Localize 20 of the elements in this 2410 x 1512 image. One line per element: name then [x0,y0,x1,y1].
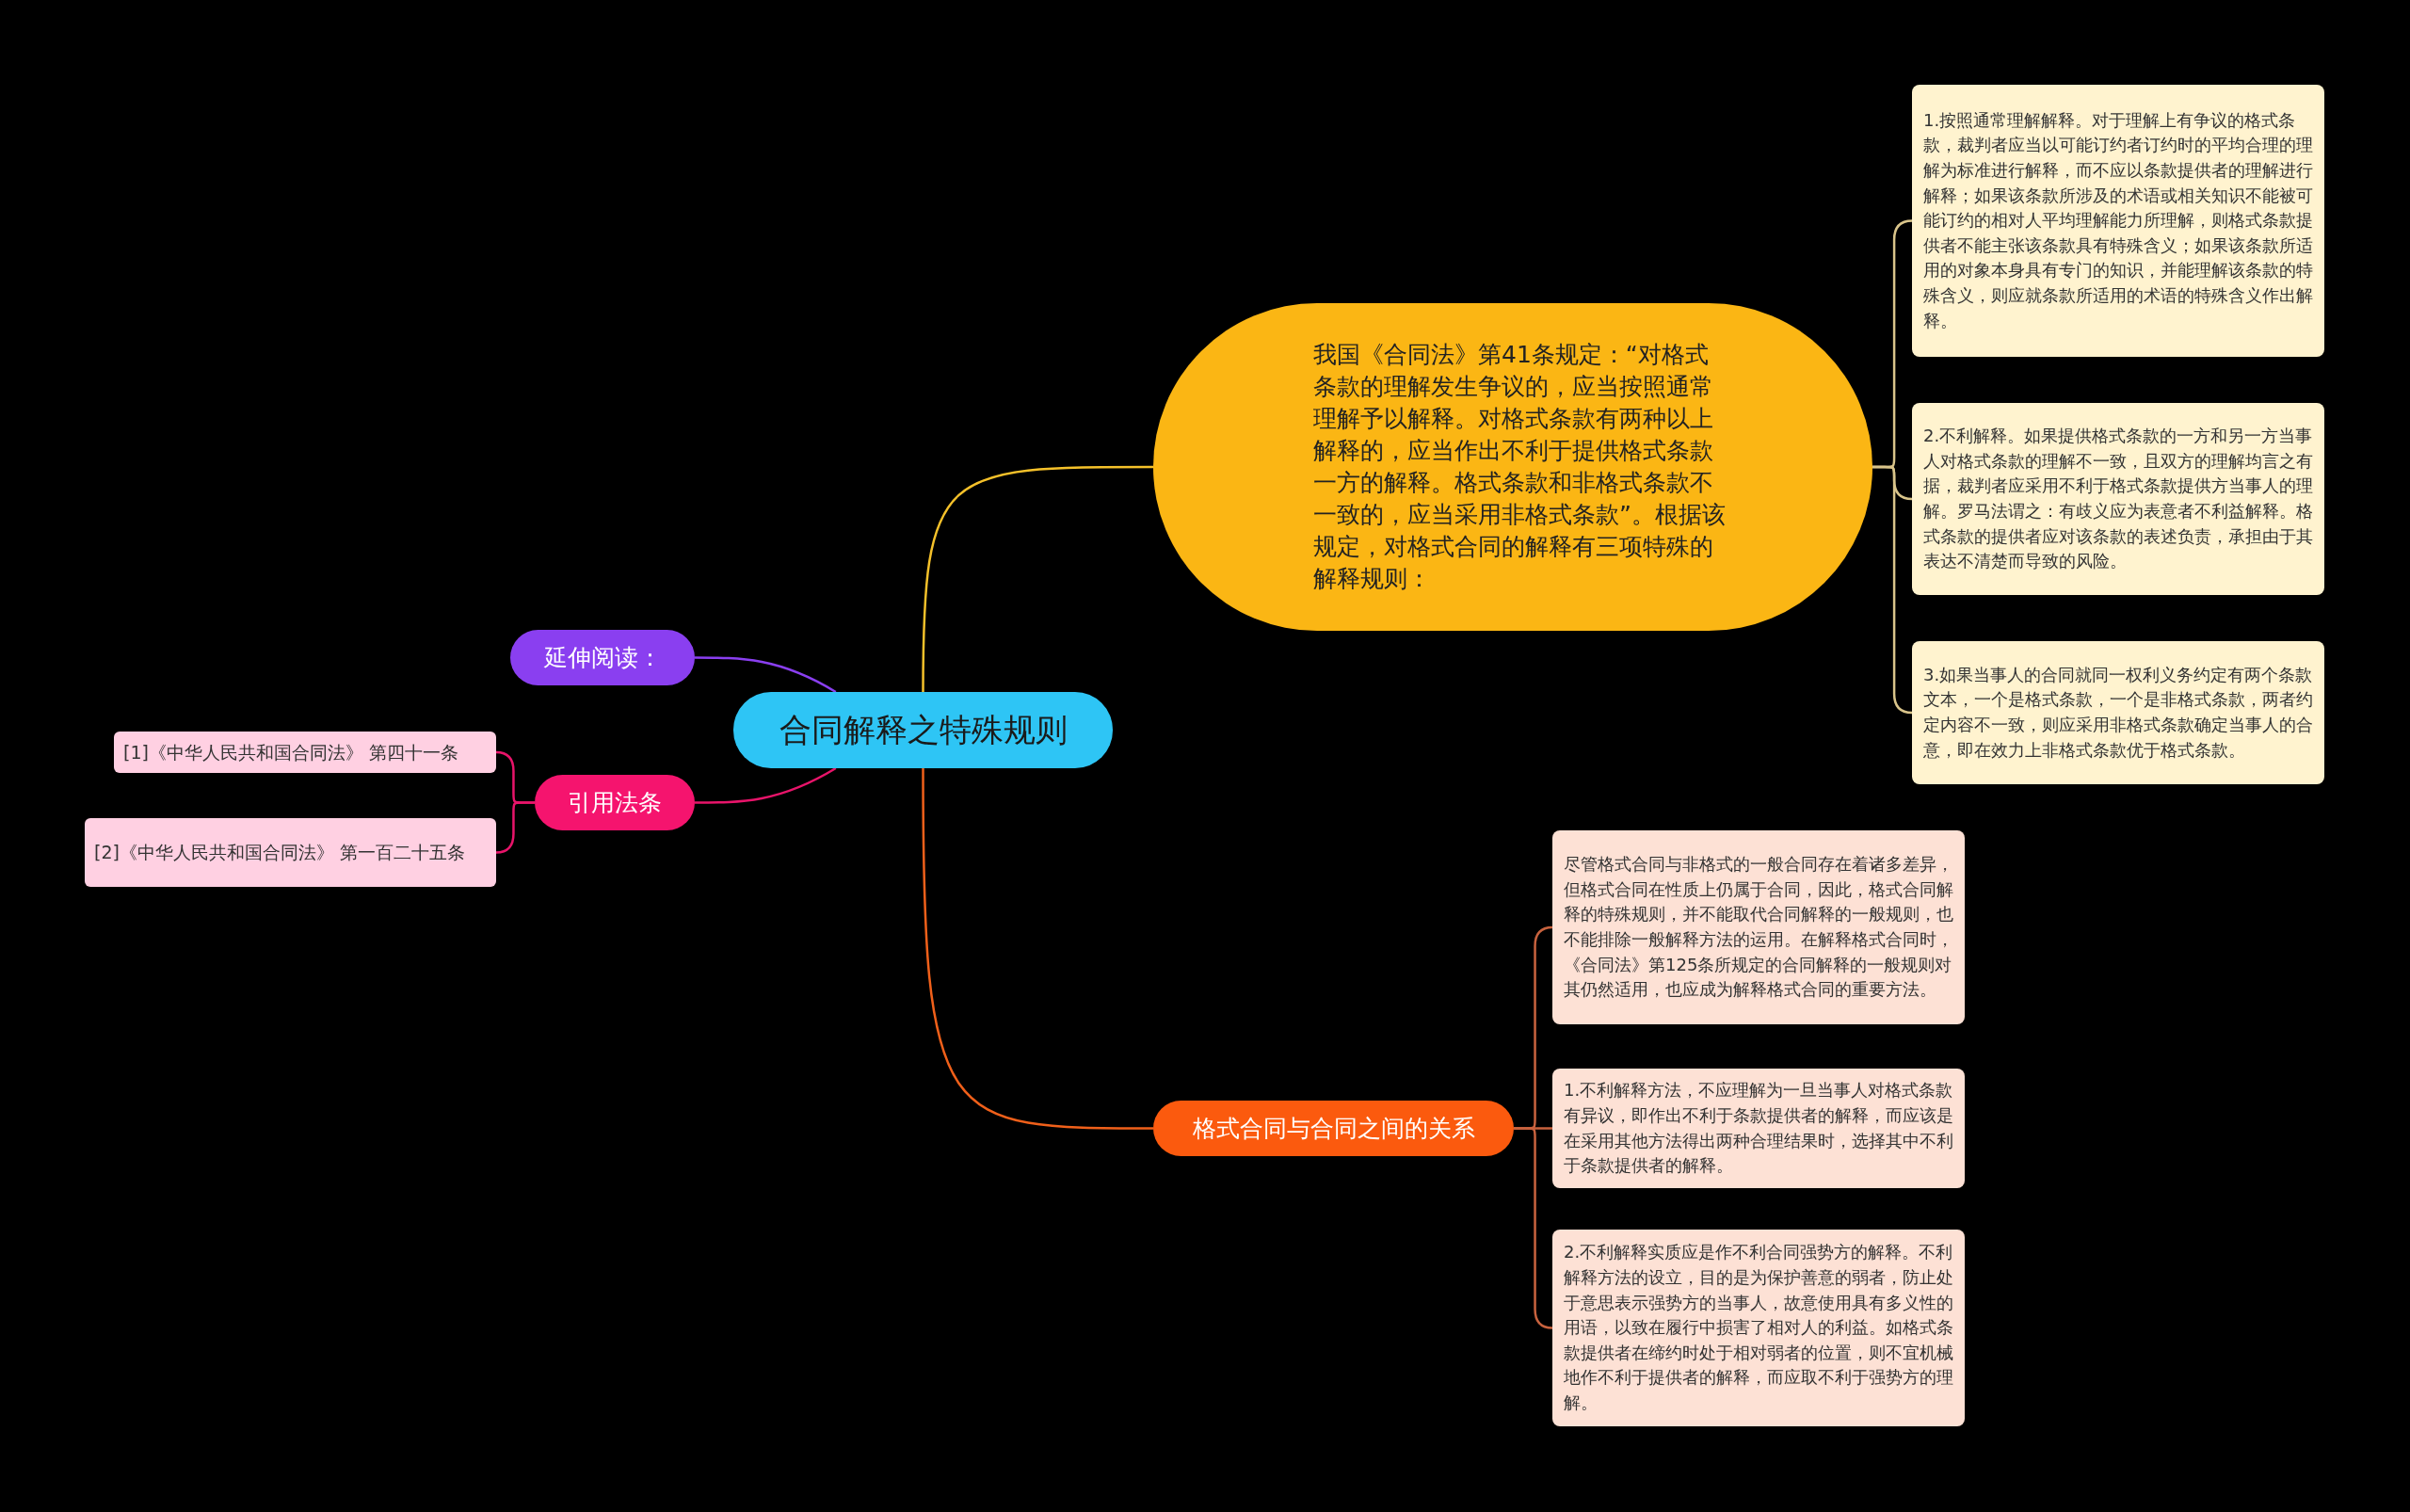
topic-bubble: 我国《合同法》第41条规定：“对格式条款的理解发生争议的，应当按照通常理解予以解释。对格式条款有两种以上解释的，应当作出不利于提供格式条款一方的解释。格式条款和非格式条款不一致的，应当采用非格式条款”。根据该规定，对格式合同的解释有三项特殊的解释规则： [1153,303,1872,631]
note-card: 2.不利解释实质应是作不利合同强势方的解释。不利解释方法的设立，目的是为保护善意的弱者，防止处于意思表示强势方的当事人，故意使用具有多义性的用语，以致在履行中损害了相对人的利益。如格式条款提供者在缔约时处于相对弱者的位置，则不宜机械地作不利于提供者的解释，而应取不利于强势方的理解。 [1552,1230,1965,1426]
branch-pill: 格式合同与合同之间的关系 [1153,1101,1514,1156]
connector-line [695,766,837,804]
note-card: 1.按照通常理解解释。对于理解上有争议的格式条款，裁判者应当以可能订约者订约时的平均合理的理解为标准进行解释，而不应以条款提供者的理解进行解释；如果该条款所涉及的术语或相关知识不能被可能订约的相对人平均理解能力所理解，则格式条款提供者不能主张该条款具有特殊含义；如果该条款所适用的对象本身具有专门的知识，并能理解该条款的特殊含义，则应就条款所适用的术语的特殊含义作出解释。 [1912,85,2324,357]
note-card: 尽管格式合同与非格式的一般合同存在着诸多差异，但格式合同在性质上仍属于合同，因此，格式合同解释的特殊规则，并不能取代合同解释的一般规则，也不能排除一般解释方法的运用。在解释格式合同时，《合同法》第125条所规定的合同解释的一般规则对其仍然适用，也应成为解释格式合同的重要方法。 [1552,830,1965,1024]
connector-line [922,465,1153,692]
reference-card: [1]《中华人民共和国合同法》 第四十一条 [114,732,496,773]
connector-line [1514,1127,1553,1329]
central-topic: 合同解释之特殊规则 [733,692,1113,768]
note-card: 2.不利解释。如果提供格式条款的一方和另一方当事人对格式条款的理解不一致，且双方的理解均言之有据，裁判者应采用不利于格式条款提供方当事人的理解。罗马法谓之：有歧义应为表意者不利益解释。格式条款的提供者应对该条款的表述负责，承担由于其表达不清楚而导致的风险。 [1912,403,2324,595]
connector-line [495,801,535,854]
branch-pill: 引用法条 [535,775,695,830]
connector-line [1872,465,1913,715]
note-card: 1.不利解释方法，不应理解为一旦当事人对格式条款有异议，即作出不利于条款提供者的解释，而应该是在采用其他方法得出两种合理结果时，选择其中不利于条款提供者的解释。 [1552,1069,1965,1188]
note-card: 3.如果当事人的合同就同一权利义务约定有两个条款文本，一个是格式条款，一个是非格式条款，两者约定内容不一致，则应采用非格式条款确定当事人的合意，即在效力上非格式条款优于格式条款。 [1912,641,2324,784]
connector-line [695,656,837,694]
reference-card: [2]《中华人民共和国合同法》 第一百二十五条 [85,818,496,887]
connector-line [922,768,1153,1130]
branch-pill: 延伸阅读： [510,630,695,685]
